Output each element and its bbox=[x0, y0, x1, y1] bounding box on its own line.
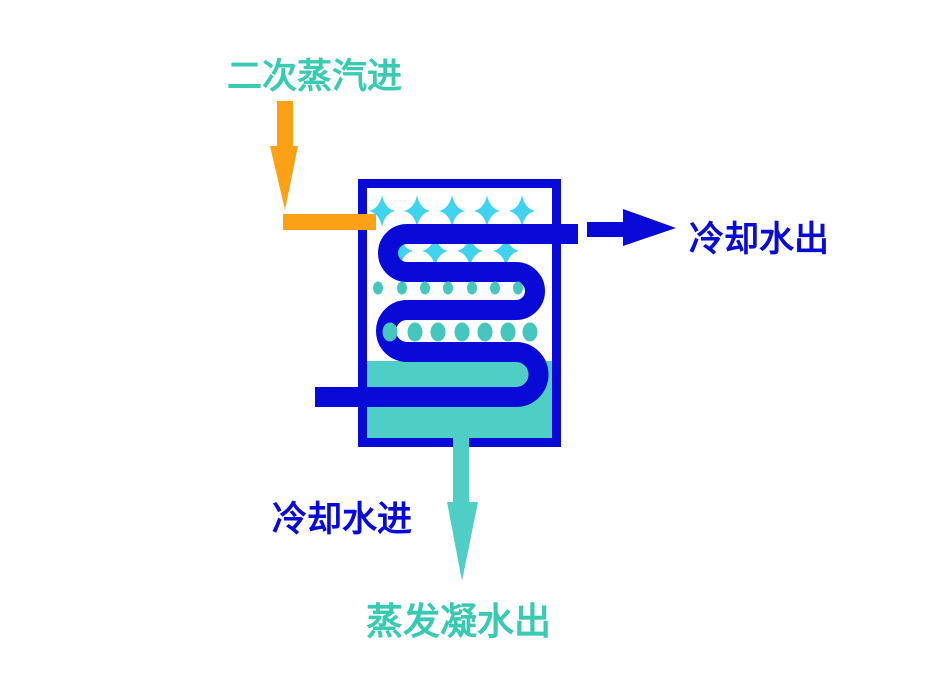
steam-inlet-duct bbox=[283, 214, 376, 230]
droplet-icon bbox=[454, 322, 470, 342]
droplet-icon bbox=[490, 281, 500, 295]
steam-inlet-arrow bbox=[270, 101, 376, 230]
droplet-icon bbox=[397, 281, 407, 295]
droplet-icon bbox=[420, 281, 430, 295]
condensate-droplets bbox=[373, 281, 538, 342]
droplet-icon bbox=[467, 281, 477, 295]
down-arrow-head-icon bbox=[447, 502, 478, 581]
droplet-icon bbox=[522, 322, 538, 342]
droplet-icon bbox=[430, 322, 446, 342]
right-arrow-head-icon bbox=[623, 209, 676, 246]
condensate-out-label: 蒸发凝水出 bbox=[366, 601, 551, 642]
droplet-icon bbox=[373, 281, 383, 295]
condensate-outlet-pipe bbox=[453, 437, 469, 503]
droplet-icon bbox=[513, 281, 523, 295]
droplet-icon bbox=[500, 322, 516, 342]
droplet-icon bbox=[443, 281, 453, 295]
droplet-icon bbox=[477, 322, 493, 342]
cooling-water-out-label: 冷却水出 bbox=[689, 220, 830, 259]
condensate-out-arrow bbox=[447, 437, 478, 581]
droplet-icon bbox=[407, 322, 423, 342]
cooling-coil bbox=[315, 224, 578, 407]
cooling-water-in-label: 冷却水进 bbox=[272, 500, 413, 539]
cooling-water-out-arrow bbox=[587, 209, 676, 246]
steam-arrow-shaft bbox=[277, 101, 293, 147]
droplet-icon bbox=[382, 322, 398, 342]
water-out-arrow-shaft bbox=[587, 222, 623, 237]
steam-arrow-head-icon bbox=[270, 146, 298, 210]
steam-in-label: 二次蒸汽进 bbox=[227, 57, 403, 96]
